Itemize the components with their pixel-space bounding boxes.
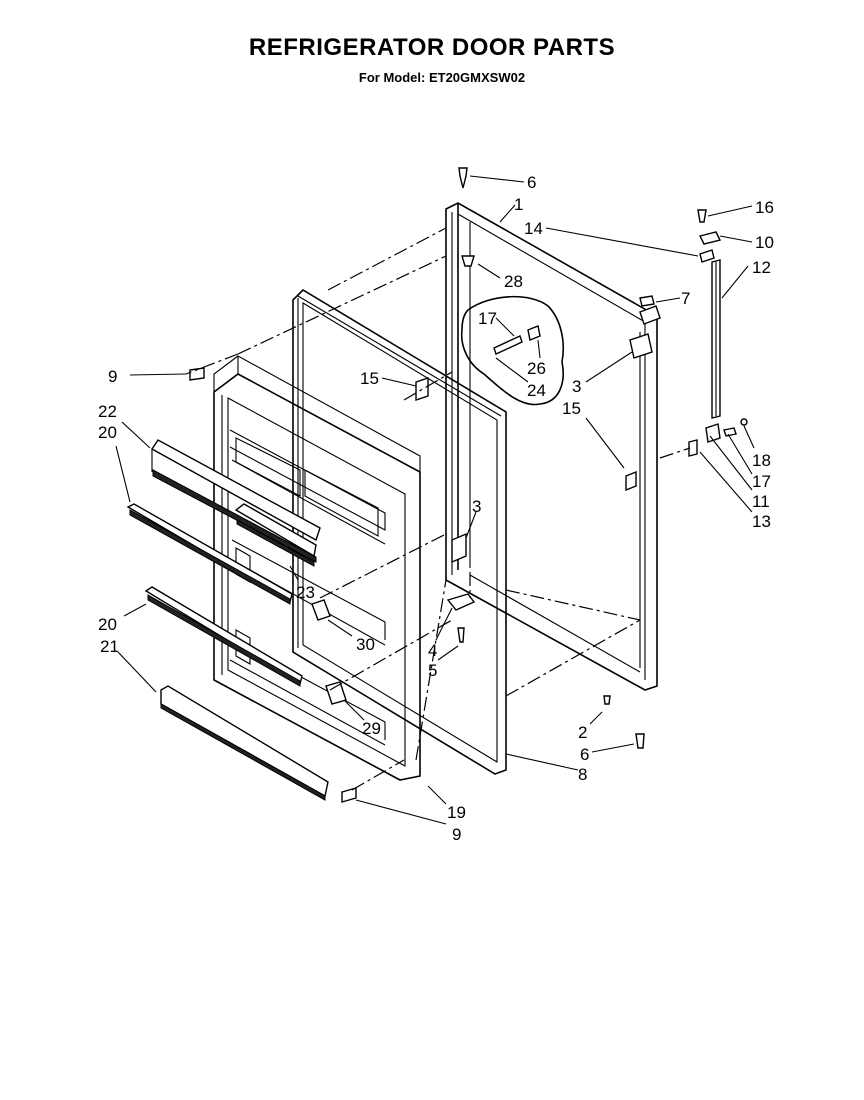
- callout-9-bottom: 9: [452, 825, 461, 844]
- alignment-lines: [185, 227, 691, 791]
- callout-3-lower: 3: [472, 497, 481, 516]
- callout-23: 23: [296, 583, 315, 602]
- callout-24: 24: [527, 381, 546, 400]
- callout-22: 22: [98, 402, 117, 421]
- callout-10: 10: [755, 233, 774, 252]
- callout-21: 21: [100, 637, 119, 656]
- callout-28: 28: [504, 272, 523, 291]
- callout-19: 19: [447, 803, 466, 822]
- model-subtitle: For Model: ET20GMXSW02: [358, 70, 526, 85]
- leader-lines: [115, 175, 755, 825]
- callout-26: 26: [527, 359, 546, 378]
- callout-4: 4: [428, 641, 437, 660]
- callout-8: 8: [578, 765, 587, 784]
- outer-door-panel: [445, 202, 658, 691]
- door-gasket: [292, 288, 507, 775]
- callout-9-top: 9: [108, 367, 117, 386]
- callout-7: 7: [681, 289, 690, 308]
- callout-14: 14: [524, 219, 543, 238]
- callout-20-upper: 20: [98, 423, 117, 442]
- shelf-bar-20-upper: [126, 503, 293, 605]
- callout-labels: 6 1 14 16 10 12 28 7 17 26 24 3 15 15 9 …: [98, 173, 774, 844]
- callout-12: 12: [752, 258, 771, 277]
- detail-inset: [460, 295, 564, 406]
- callout-3-upper: 3: [572, 377, 581, 396]
- small-hardware: [189, 167, 748, 803]
- callout-15-right: 15: [562, 399, 581, 418]
- shelf-bar-22: [150, 439, 321, 563]
- callout-16: 16: [755, 198, 774, 217]
- callout-13: 13: [752, 512, 771, 531]
- callout-6-bottom: 6: [580, 745, 589, 764]
- door-bottom-trim-21: [160, 685, 329, 801]
- callout-18: 18: [752, 451, 771, 470]
- shelf-bar-20-lower: [144, 586, 303, 687]
- callout-11: 11: [752, 492, 770, 511]
- page-title: REFRIGERATOR DOOR PARTS: [248, 34, 616, 61]
- callout-5: 5: [428, 661, 437, 680]
- callout-2: 2: [578, 723, 587, 742]
- callout-15-left: 15: [360, 369, 379, 388]
- shelf-bar-23: [234, 503, 317, 567]
- callout-29: 29: [362, 719, 381, 738]
- callout-6-top: 6: [527, 173, 536, 192]
- callout-30: 30: [356, 635, 375, 654]
- callout-17: 17: [752, 472, 771, 491]
- callout-20-lower: 20: [98, 615, 117, 634]
- callout-17-inset: 17: [478, 309, 497, 328]
- callout-1: 1: [514, 195, 523, 214]
